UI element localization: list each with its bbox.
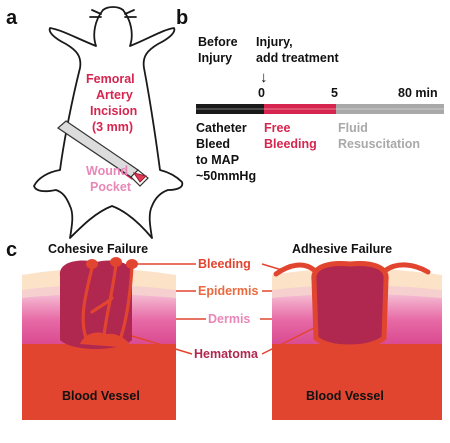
scalpel-icon [57, 120, 149, 187]
injury-label: Injury, add treatment [256, 35, 339, 65]
injury-arrow-icon: ↓ [260, 69, 268, 86]
bleed-drop-1 [86, 259, 98, 269]
hematoma-label: Hematoma [194, 347, 259, 361]
panel-letter-b: b [176, 7, 188, 29]
bleeding-channels-left [81, 262, 134, 342]
tick-5: 5 [331, 86, 338, 100]
panel-letter-c: c [6, 239, 17, 261]
bleed-drop-2 [110, 257, 122, 267]
before-injury-label: Before Injury [198, 35, 241, 65]
adhesive-failure-title: Adhesive Failure [292, 242, 392, 256]
phase-free-bleeding-label: Free Bleeding [264, 121, 317, 151]
cohesive-failure-title: Cohesive Failure [48, 242, 148, 256]
blood-vessel-right [272, 344, 442, 420]
bleed-spread-left [273, 262, 317, 277]
panel-letter-a: a [6, 7, 18, 29]
blood-vessel-left [22, 344, 176, 420]
wound-pocket-label: Wound Pocket [86, 164, 132, 194]
phase-fluid-label: Fluid Resuscitation [338, 121, 420, 151]
leader-lines [131, 263, 315, 355]
phase-catheter-label: Catheter Bleed to MAP ~50mmHg [196, 121, 256, 183]
blood-vessel-label-left: Blood Vessel [62, 389, 140, 403]
cohesive-failure-diagram [22, 257, 176, 420]
dermis-label: Dermis [208, 312, 250, 326]
hematoma-right [313, 263, 387, 347]
tick-80-min: 80 min [398, 86, 438, 100]
tick-0: 0 [258, 86, 265, 100]
mouse-illustration [33, 6, 184, 239]
bleeding-label: Bleeding [198, 257, 251, 271]
femoral-incision-label: Femoral Artery Incision (3 mm) [86, 72, 141, 134]
adhesive-failure-diagram [272, 261, 442, 420]
bleed-spread-right [383, 262, 431, 275]
blood-vessel-label-right: Blood Vessel [306, 389, 384, 403]
bleed-drop-3 [126, 259, 138, 269]
epidermis-label: Epidermis [198, 284, 258, 298]
